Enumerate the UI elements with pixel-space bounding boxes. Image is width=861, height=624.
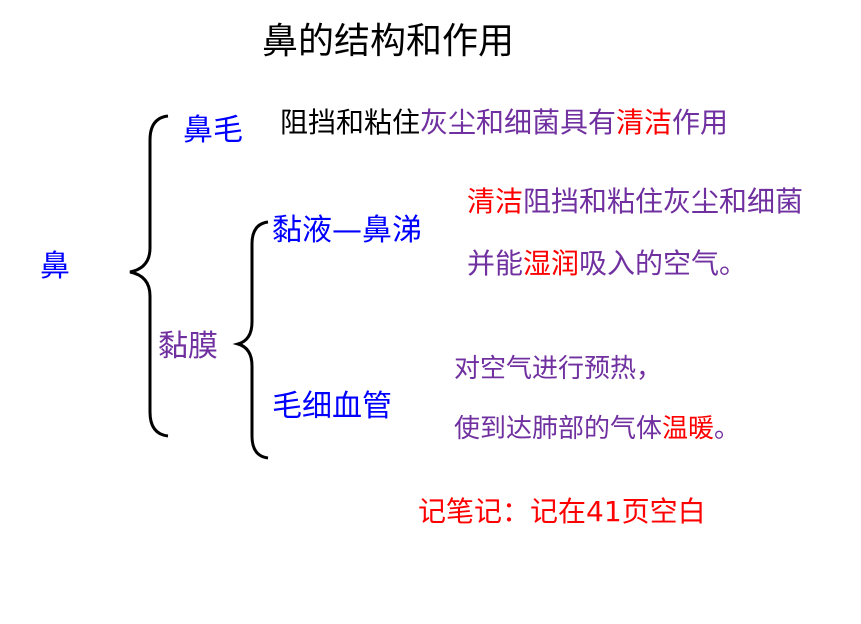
outer-brace — [129, 114, 169, 438]
branch-mucosa: 黏膜 — [158, 329, 218, 364]
note-text: 记笔记：记在41页空白 — [418, 495, 706, 528]
page-title: 鼻的结构和作用 — [262, 21, 515, 62]
capillaries-description-line1: 对空气进行预热， — [454, 354, 663, 384]
sub-branch-mucus: 黏液—鼻涕 — [272, 213, 422, 248]
nose-hair-description: 阻挡和粘住灰尘和细菌具有清洁作用 — [280, 106, 729, 139]
capillaries-description-line2: 使到达肺部的气体温暖。 — [454, 414, 741, 444]
mucus-description-line1: 清洁阻挡和粘住灰尘和细菌 — [467, 185, 804, 218]
root-node-nose: 鼻 — [40, 249, 70, 284]
sub-branch-capillaries: 毛细血管 — [272, 389, 392, 424]
mucus-description-line2: 并能湿润吸入的空气。 — [467, 247, 748, 280]
branch-nose-hair: 鼻毛 — [183, 113, 243, 148]
inner-brace — [232, 220, 269, 460]
